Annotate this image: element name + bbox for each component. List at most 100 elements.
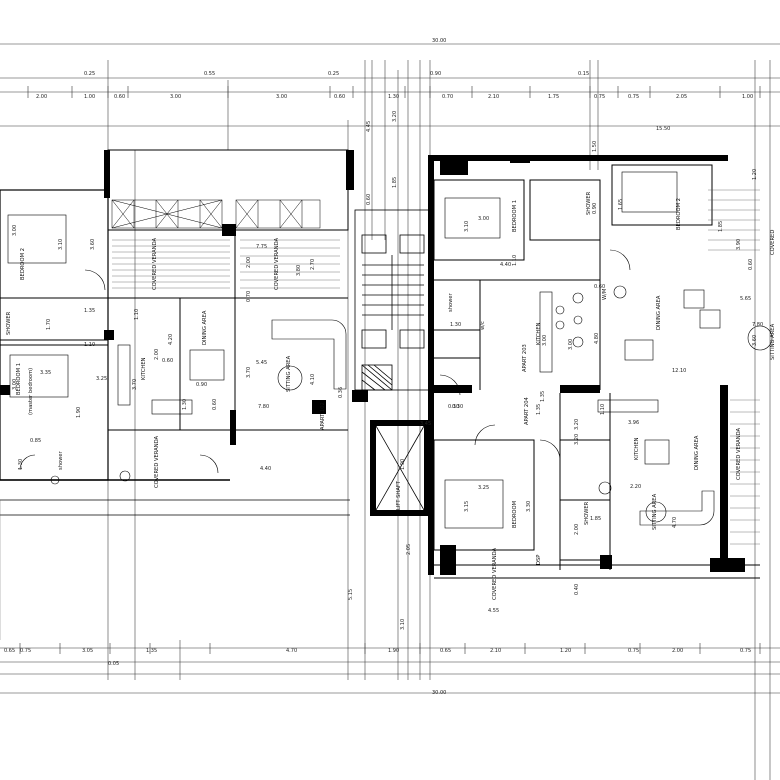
- top-dim: 0.25: [84, 71, 95, 77]
- dim: 3.25: [478, 485, 489, 491]
- dim: 5.65: [740, 296, 751, 302]
- armchair-icon: [683, 289, 705, 309]
- dim: 4.45: [366, 121, 372, 132]
- vertical-grid-lines: [107, 60, 771, 780]
- dim: 2.00: [246, 257, 252, 268]
- room-label-covered-veranda-1: COVERED VERANDA: [152, 237, 158, 290]
- bottom-dim: 0.75: [20, 648, 31, 654]
- dining-table-icon: [624, 339, 654, 361]
- dim: 0.70: [246, 291, 252, 302]
- veranda-hatch-right: [0, 189, 760, 640]
- door-swing-icon: [539, 439, 561, 461]
- bed-icon: [621, 171, 678, 213]
- top-dim: 0.90: [430, 71, 441, 77]
- room-label-shower-small: shower: [448, 292, 454, 312]
- dim: 0.60: [748, 259, 754, 270]
- dim: 1.20: [752, 169, 758, 180]
- dim: 1.65: [618, 199, 624, 210]
- bottom-dim: 2.00: [672, 648, 683, 654]
- sofa-icon: [639, 490, 715, 526]
- room-label-kitchen-top: KITCHEN: [536, 322, 542, 345]
- dim: 3.25: [96, 376, 107, 382]
- dim: 4.70: [672, 517, 678, 528]
- dim: 7.80: [258, 404, 269, 410]
- dim: 1.30: [450, 322, 461, 328]
- dim: 3.20: [392, 111, 398, 122]
- dim: 1.10: [600, 404, 606, 415]
- dim: 3.00: [542, 335, 548, 346]
- veranda-hatch-left: [112, 239, 340, 289]
- dim: 1.10: [84, 342, 95, 348]
- left-apartment-walls: [0, 149, 350, 516]
- toilet-icon: [598, 481, 612, 495]
- top-dim: 0.75: [594, 94, 605, 100]
- top-dim: 0.55: [204, 71, 215, 77]
- overall-dimension-lines: [0, 43, 780, 694]
- dim: 4.40: [260, 466, 271, 472]
- kitchen-counter-icon: [151, 399, 193, 415]
- room-label-sitting-left: SITTING AREA: [286, 355, 292, 392]
- dim: 3.00: [568, 339, 574, 350]
- bottom-dim: 1.90: [388, 648, 399, 654]
- furniture: [7, 171, 773, 529]
- sink-icon: [50, 475, 60, 485]
- dim: 0.36: [338, 387, 344, 398]
- dim: 3.80: [296, 265, 302, 276]
- dim: 3.20: [574, 419, 580, 430]
- internal-dimension-labels: 3.00 3.10 3.60 1.70 1.35 1.10 3.00 3.35 …: [12, 199, 763, 614]
- room-label-sitting-bottom: SITTING AREA: [652, 493, 658, 530]
- dim: 4.10: [310, 374, 316, 385]
- dim: 1.10: [512, 255, 518, 266]
- dim: 1.35: [536, 404, 542, 415]
- dim: 0.30: [452, 404, 463, 410]
- room-label-bedroom1-top: BEDROOM 1: [512, 200, 518, 232]
- dim: 1.85: [718, 221, 724, 232]
- room-label-shower-left: SHOWER: [6, 311, 12, 335]
- room-label-covered-veranda-3: COVERED VERANDA: [154, 435, 160, 488]
- top-dim: 1.00: [84, 94, 95, 100]
- door-swing-icon: [439, 374, 461, 396]
- top-dim: 15.50: [656, 126, 670, 132]
- room-label-apart-203: APART 203: [522, 344, 528, 372]
- room-label-apart-102: APART 102: [320, 402, 326, 430]
- dim: 7.80: [752, 322, 763, 328]
- dim: 0.30: [448, 404, 459, 410]
- room-label-bedroom2-top: BEDROOM 2: [676, 198, 682, 230]
- dim: 3.45: [420, 421, 431, 427]
- dim: 3.10: [400, 619, 406, 630]
- dim: 1.35: [540, 391, 546, 402]
- dining-table-icon: [644, 439, 670, 465]
- vertical-dimension-labels: 4.45 3.20 1.85 0.60 2.05 5.15 3.10 0.40 …: [348, 111, 758, 630]
- dim: 4.20: [168, 334, 174, 345]
- door-swing-icon: [84, 269, 106, 291]
- top-dimension-labels: 30.00 0.25 0.55 0.25 0.90 0.15 2.00 1.00…: [36, 38, 753, 132]
- dim: 2.00: [574, 524, 580, 535]
- dim: 3.15: [464, 501, 470, 512]
- washing-machine-icon: [613, 285, 627, 299]
- bottom-dim: 0.75: [628, 648, 639, 654]
- bottom-dim: 1.35: [146, 648, 157, 654]
- room-label-wm: W/M: [602, 289, 608, 300]
- sofa-icon: [271, 319, 347, 390]
- bottom-dim: 0.05: [108, 661, 119, 667]
- top-dim: 2.05: [676, 94, 687, 100]
- stair-core: [354, 209, 431, 391]
- dim: 0.60: [162, 358, 173, 364]
- room-label-covered-veranda-bottom-right: COVERED VERANDA: [736, 427, 742, 480]
- dim: 3.10: [58, 239, 64, 250]
- door-swing-icon: [609, 249, 631, 271]
- bottom-dim: 0.75: [740, 648, 751, 654]
- room-label-bedroom2-left: BEDROOM 2: [20, 248, 26, 280]
- top-dim: 0.15: [578, 71, 589, 77]
- kitchen-counter-icon: [597, 399, 659, 413]
- bottom-dim: 2.10: [490, 648, 501, 654]
- hob-icon: [572, 336, 584, 348]
- top-dim: 1.75: [548, 94, 559, 100]
- dim: 0.60: [212, 399, 218, 410]
- top-dim: 0.60: [114, 94, 125, 100]
- room-label-shower-top: SHOWER: [586, 191, 592, 215]
- dim: 7.75: [256, 244, 267, 250]
- dim: 3.70: [246, 367, 252, 378]
- overall-dim-bottom: 30.00: [432, 690, 446, 696]
- dim: 1.70: [46, 319, 52, 330]
